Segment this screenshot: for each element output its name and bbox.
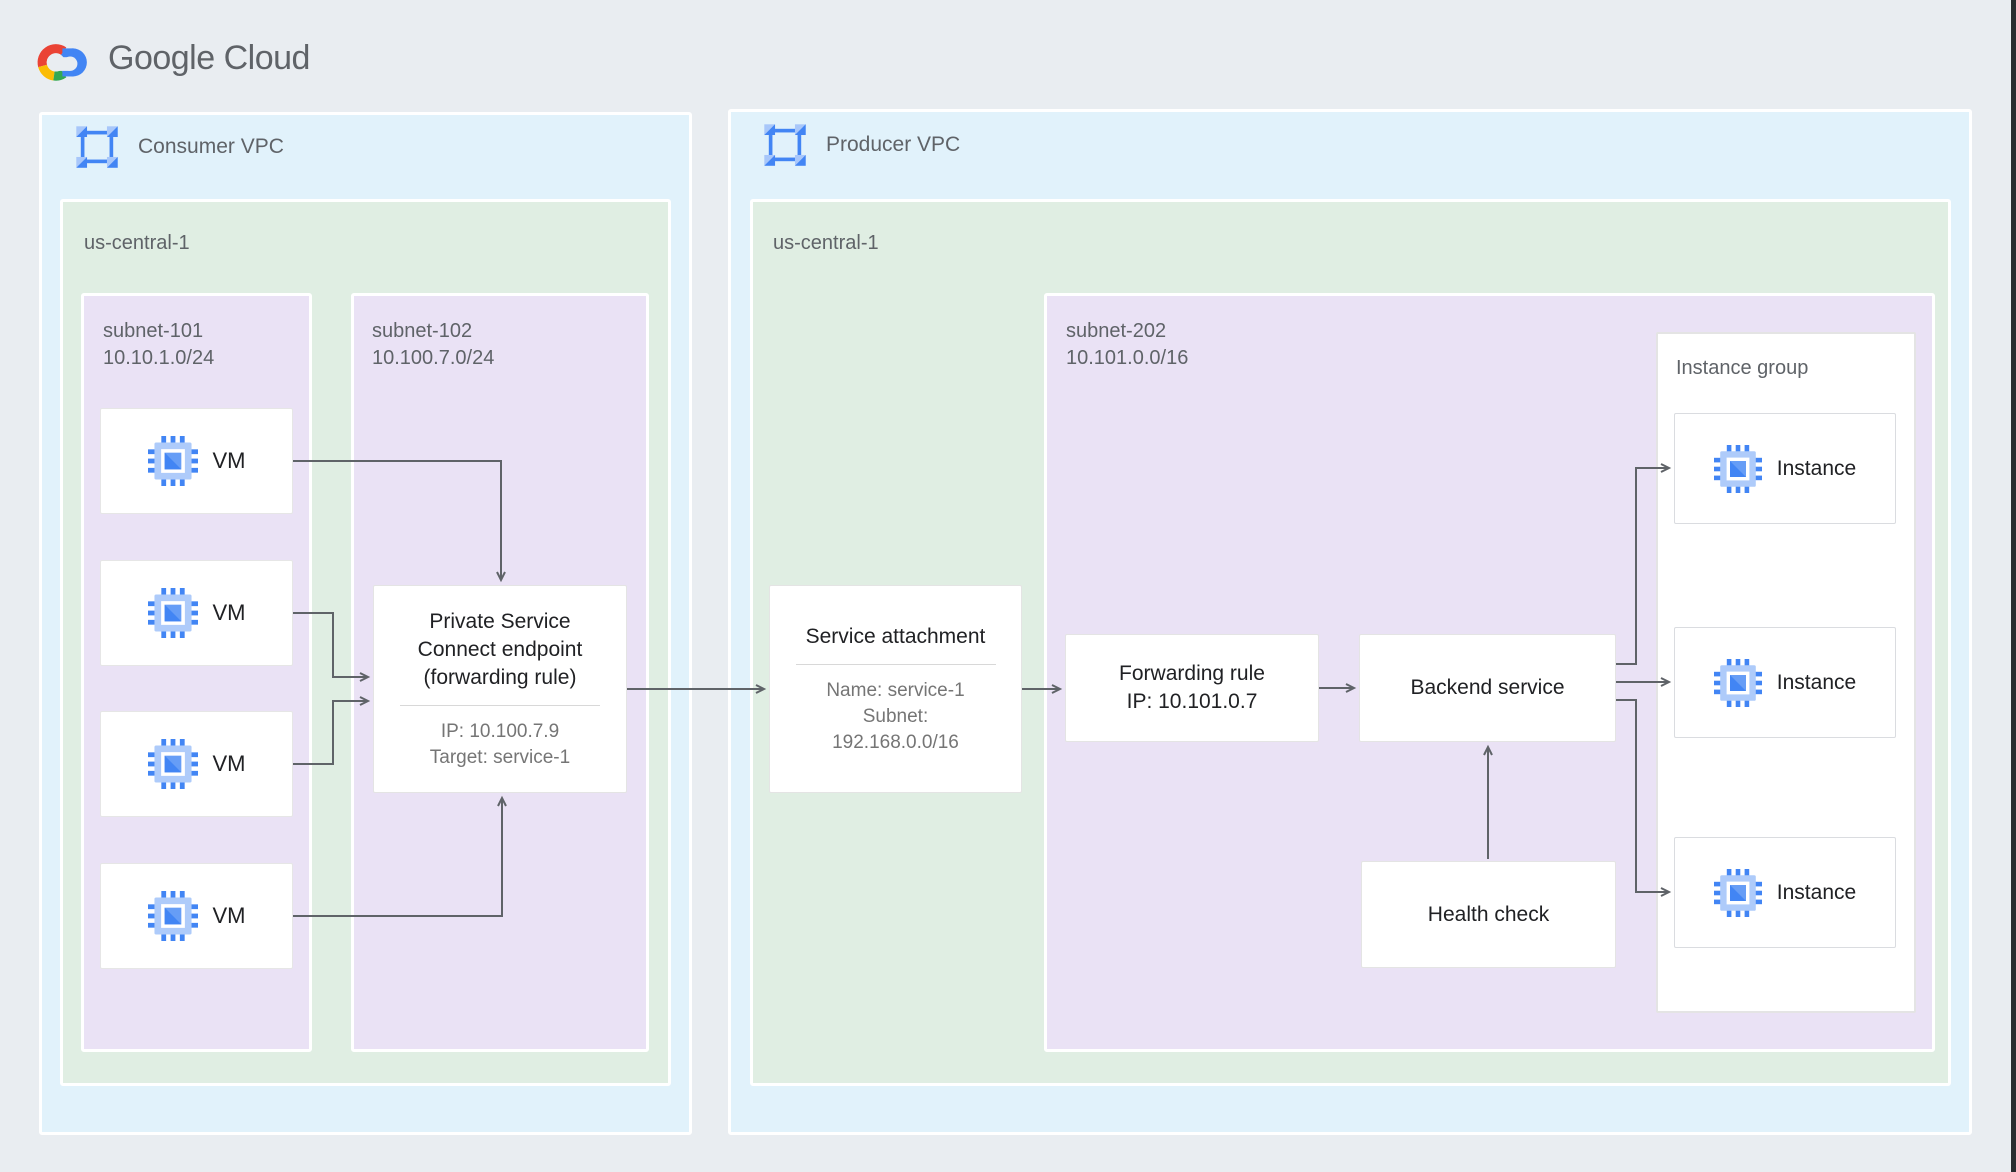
compute-engine-icon [1714,869,1762,917]
forwarding-rule-ip: IP: 10.101.0.7 [1126,690,1258,713]
divider [795,663,996,665]
vpc-network-icon [74,124,120,170]
service-attachment-node: Service attachment Name: service-1 Subne… [769,585,1022,793]
vm-node-4: VM [100,863,293,969]
instance-label: Instance [1776,456,1857,480]
instance-label: Instance [1776,880,1857,904]
service-attachment-details: Name: service-1 Subnet: 192.168.0.0/16 [826,679,965,753]
psc-endpoint-title: Private Service Connect endpoint (forwar… [417,609,583,689]
compute-engine-icon [1714,445,1762,493]
instance-label: Instance [1776,670,1857,694]
vm-label: VM [212,600,246,625]
instance-node-1: Instance [1674,413,1896,524]
instance-node-3: Instance [1674,837,1896,948]
health-check-node: Health check [1361,861,1616,968]
google-cloud-logo: Google Cloud [36,30,310,86]
producer-region-label: us-central-1 [773,232,879,254]
subnet-101-label: subnet-101 10.10.1.0/24 [103,318,214,372]
compute-engine-icon [148,436,198,486]
instance-group-label: Instance group [1676,357,1809,379]
subnet-102-name: subnet-102 [372,320,473,342]
vpc-network-icon [762,122,808,168]
producer-vpc-header: Producer VPC [762,122,960,168]
health-check-label: Health check [1427,902,1550,926]
consumer-vpc-label: Consumer VPC [138,135,284,158]
vm-label: VM [212,903,246,928]
subnet-202-cidr: 10.101.0.0/16 [1066,347,1189,369]
subnet-102-cidr: 10.100.7.0/24 [372,347,495,369]
instance-node-2: Instance [1674,627,1896,738]
compute-engine-icon [148,588,198,638]
window-right-edge [2011,0,2016,1172]
service-attachment-title: Service attachment [805,624,986,648]
backend-service-label: Backend service [1410,676,1565,699]
backend-service-node: Backend service [1359,634,1616,742]
subnet-102-label: subnet-102 10.100.7.0/24 [372,318,494,372]
subnet-101-name: subnet-101 [103,320,204,342]
consumer-region-label: us-central-1 [84,232,190,254]
compute-engine-icon [148,739,198,789]
vm-node-2: VM [100,560,293,666]
subnet-202-label: subnet-202 10.101.0.0/16 [1066,318,1188,372]
producer-vpc-label: Producer VPC [826,133,961,156]
compute-engine-icon [148,891,198,941]
google-cloud-logo-text: Google Cloud [108,38,310,77]
compute-engine-icon [1714,659,1762,707]
forwarding-rule-title: Forwarding rule [1119,662,1265,685]
vm-node-1: VM [100,408,293,514]
subnet-202-name: subnet-202 [1066,320,1167,342]
google-cloud-logo-icon [37,43,87,81]
consumer-vpc-header: Consumer VPC [74,124,284,170]
forwarding-rule-node: Forwarding rule IP: 10.101.0.7 [1065,634,1319,742]
divider [400,704,600,706]
psc-endpoint-details: IP: 10.100.7.9 Target: service-1 [429,720,571,768]
vm-label: VM [212,751,246,776]
vm-node-3: VM [100,711,293,817]
subnet-101-cidr: 10.10.1.0/24 [103,347,215,369]
psc-endpoint-node: Private Service Connect endpoint (forwar… [373,585,627,793]
vm-label: VM [212,448,246,473]
